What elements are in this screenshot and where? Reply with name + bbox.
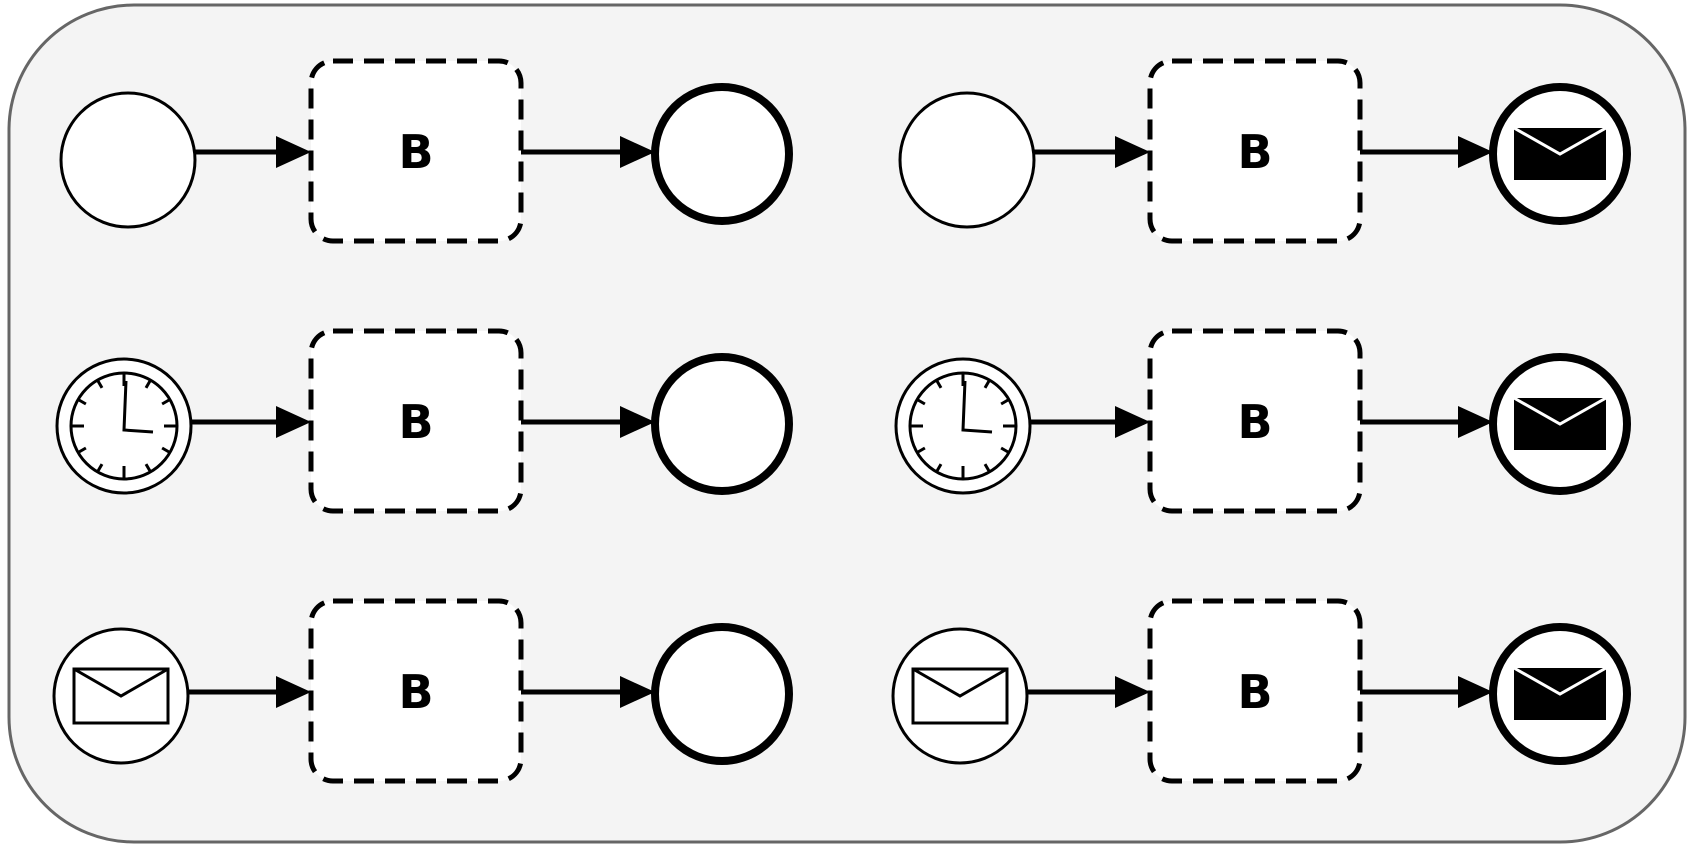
process-2-right: B bbox=[894, 328, 1631, 514]
none-end-event-icon bbox=[651, 353, 793, 495]
task-box bbox=[308, 58, 524, 244]
task-label: B bbox=[398, 125, 433, 179]
task-label: B bbox=[1237, 665, 1272, 719]
task-box bbox=[1147, 328, 1363, 514]
timer-start-event-icon bbox=[894, 357, 1032, 495]
arrow-right-icon bbox=[1115, 406, 1150, 438]
task-box bbox=[308, 598, 524, 784]
task-box bbox=[1147, 598, 1363, 784]
arrow-right-icon bbox=[1458, 676, 1493, 708]
none-start-event-icon bbox=[59, 91, 197, 229]
message-start-event-icon bbox=[891, 627, 1029, 765]
arrow-right-icon bbox=[1115, 136, 1150, 168]
arrow-right-icon bbox=[620, 406, 655, 438]
none-end-event-icon bbox=[651, 623, 793, 765]
task-box bbox=[308, 328, 524, 514]
arrow-right-icon bbox=[1458, 406, 1493, 438]
process-1-right: B bbox=[898, 58, 1631, 244]
process-3-right: B bbox=[891, 598, 1631, 784]
arrow-right-icon bbox=[1115, 676, 1150, 708]
task-label: B bbox=[1237, 395, 1272, 449]
task-label: B bbox=[398, 395, 433, 449]
arrow-right-icon bbox=[620, 136, 655, 168]
process-2-left: B bbox=[55, 328, 793, 514]
process-1-left: B bbox=[59, 58, 793, 244]
arrow-right-icon bbox=[276, 406, 311, 438]
arrow-right-icon bbox=[620, 676, 655, 708]
arrow-right-icon bbox=[276, 676, 311, 708]
task-label: B bbox=[1237, 125, 1272, 179]
arrow-right-icon bbox=[1458, 136, 1493, 168]
none-end-event-icon bbox=[651, 83, 793, 225]
task-label: B bbox=[398, 665, 433, 719]
timer-start-event-icon bbox=[55, 357, 193, 495]
clock-hands bbox=[961, 380, 993, 434]
message-start-event-icon bbox=[52, 627, 190, 765]
clock-hands bbox=[122, 380, 154, 434]
none-start-event-icon bbox=[898, 91, 1036, 229]
task-box bbox=[1147, 58, 1363, 244]
process-rows: B B B B B B bbox=[52, 58, 1631, 784]
arrow-right-icon bbox=[276, 136, 311, 168]
process-3-left: B bbox=[52, 598, 793, 784]
